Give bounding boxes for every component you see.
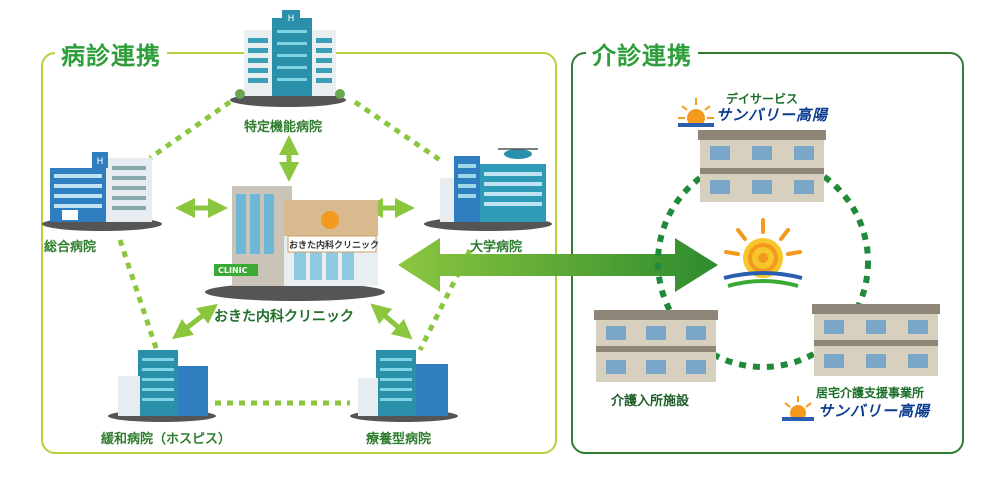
hospital-building-icon bbox=[346, 340, 462, 424]
node-label-sogo: 総合病院 bbox=[44, 236, 96, 255]
nursing-home-label: 介護入所施設 bbox=[611, 390, 689, 409]
node-label-clinic: おきた内科クリニック bbox=[214, 306, 354, 326]
day-service-brand: サンバリー高陽 bbox=[716, 104, 828, 125]
home-care-brand: サンバリー高陽 bbox=[818, 400, 930, 421]
care-facility-building-icon bbox=[810, 302, 942, 378]
big-double-arrow bbox=[398, 238, 718, 292]
hospital-building-icon: H bbox=[36, 144, 168, 232]
home-care-label: 居宅介護支援事業所 bbox=[816, 384, 924, 401]
sun-logo-icon bbox=[780, 394, 816, 422]
node-label-daigaku: 大学病院 bbox=[470, 236, 522, 255]
svg-text:H: H bbox=[97, 157, 104, 167]
sun-logo-icon bbox=[718, 216, 808, 292]
care-facility-building-icon bbox=[696, 128, 828, 204]
hospital-building-icon: H bbox=[222, 8, 357, 108]
node-label-ryoyo: 療養型病院 bbox=[366, 428, 431, 447]
hospital-building-icon bbox=[418, 144, 558, 232]
svg-text:H: H bbox=[288, 14, 295, 24]
care-facility-building-icon bbox=[592, 308, 720, 384]
hospital-building-icon bbox=[104, 340, 220, 424]
sun-logo-icon bbox=[676, 96, 716, 128]
node-label-kanwa: 緩和病院（ホスピス） bbox=[101, 428, 231, 447]
clinic-badge: CLINIC bbox=[218, 266, 248, 275]
node-label-tokutei: 特定機能病院 bbox=[244, 116, 322, 135]
clinic-sign: おきた内科クリニック bbox=[289, 238, 379, 251]
